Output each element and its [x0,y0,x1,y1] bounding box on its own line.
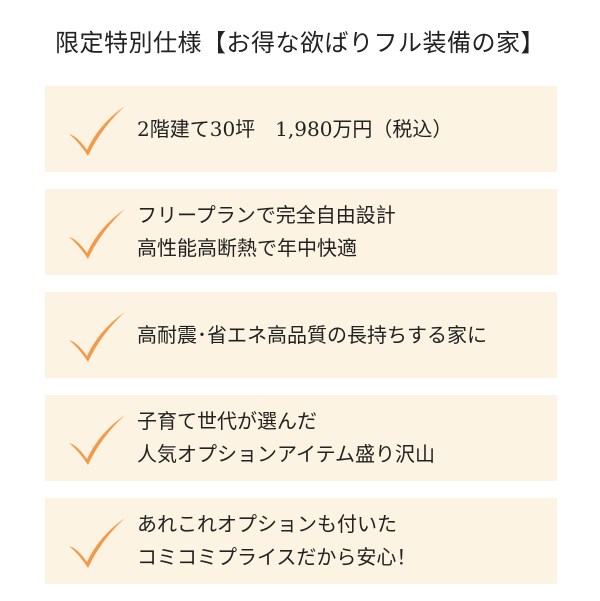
feature-card: 子育て世代が選んだ 人気オプションアイテム盛り沢山 [45,395,557,481]
feature-card: 高耐震･省エネ高品質の長持ちする家に [45,292,557,378]
feature-text: フリープランで完全自由設計 高性能高断熱で年中快適 [137,189,396,275]
feature-line: 高耐震･省エネ高品質の長持ちする家に [137,322,487,347]
feature-line: 2階建て30坪 1,980万円（税込） [137,116,453,141]
feature-text: あれこれオプションも付いた コミコミプライスだから安心！ [137,498,416,584]
feature-line: 子育て世代が選んだ [137,409,317,433]
feature-line: フリープランで完全自由設計 [137,203,396,227]
feature-line: コミコミプライスだから安心！ [137,545,417,569]
check-mark-icon [69,209,125,259]
check-mark-icon [69,415,125,465]
check-mark-icon [69,518,125,568]
check-mark-icon [69,106,125,156]
feature-card: あれこれオプションも付いた コミコミプライスだから安心！ [45,498,557,584]
feature-line: 高性能高断熱で年中快適 [137,236,357,260]
feature-line: 人気オプションアイテム盛り沢山 [137,442,435,466]
feature-text: 子育て世代が選んだ 人気オプションアイテム盛り沢山 [137,395,435,481]
feature-line: あれこれオプションも付いた [137,512,397,536]
feature-text: 2階建て30坪 1,980万円（税込） [137,86,452,172]
feature-list: 2階建て30坪 1,980万円（税込） フリープランで完全自由設計 高性能高断熱… [45,86,557,601]
feature-card: フリープランで完全自由設計 高性能高断熱で年中快適 [45,189,557,275]
feature-text: 高耐震･省エネ高品質の長持ちする家に [137,292,487,378]
page-title: 限定特別仕様【お得な欲ばりフル装備の家】 [55,29,545,57]
check-mark-icon [69,312,125,362]
feature-card: 2階建て30坪 1,980万円（税込） [45,86,557,172]
